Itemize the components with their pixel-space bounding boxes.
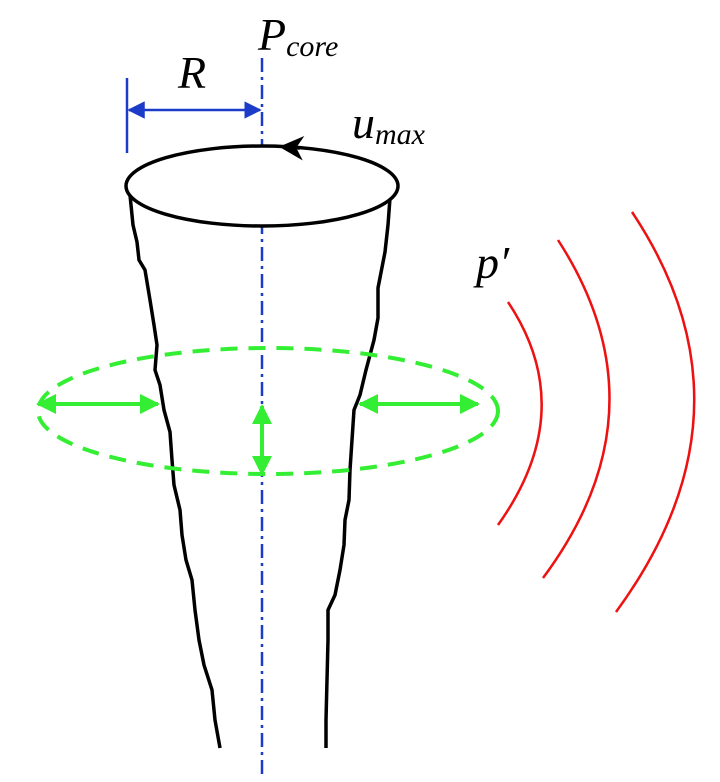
radius-label: R xyxy=(177,47,206,98)
rotation-arrow xyxy=(279,135,305,161)
acoustic-wave-arc-2 xyxy=(541,239,611,579)
p-core-label: Pcore xyxy=(257,9,338,63)
vortex-top-ellipse xyxy=(124,144,400,228)
acoustic-wave-arc-3 xyxy=(614,211,696,613)
pressure-perturbation-label: p′ xyxy=(473,237,510,288)
vortex-wall-left xyxy=(128,194,222,749)
u-max-label: umax xyxy=(352,97,426,151)
acoustic-wave-arc-1 xyxy=(496,301,543,526)
vortex-wall-right xyxy=(324,197,392,748)
perturbation-ellipse xyxy=(36,346,500,476)
